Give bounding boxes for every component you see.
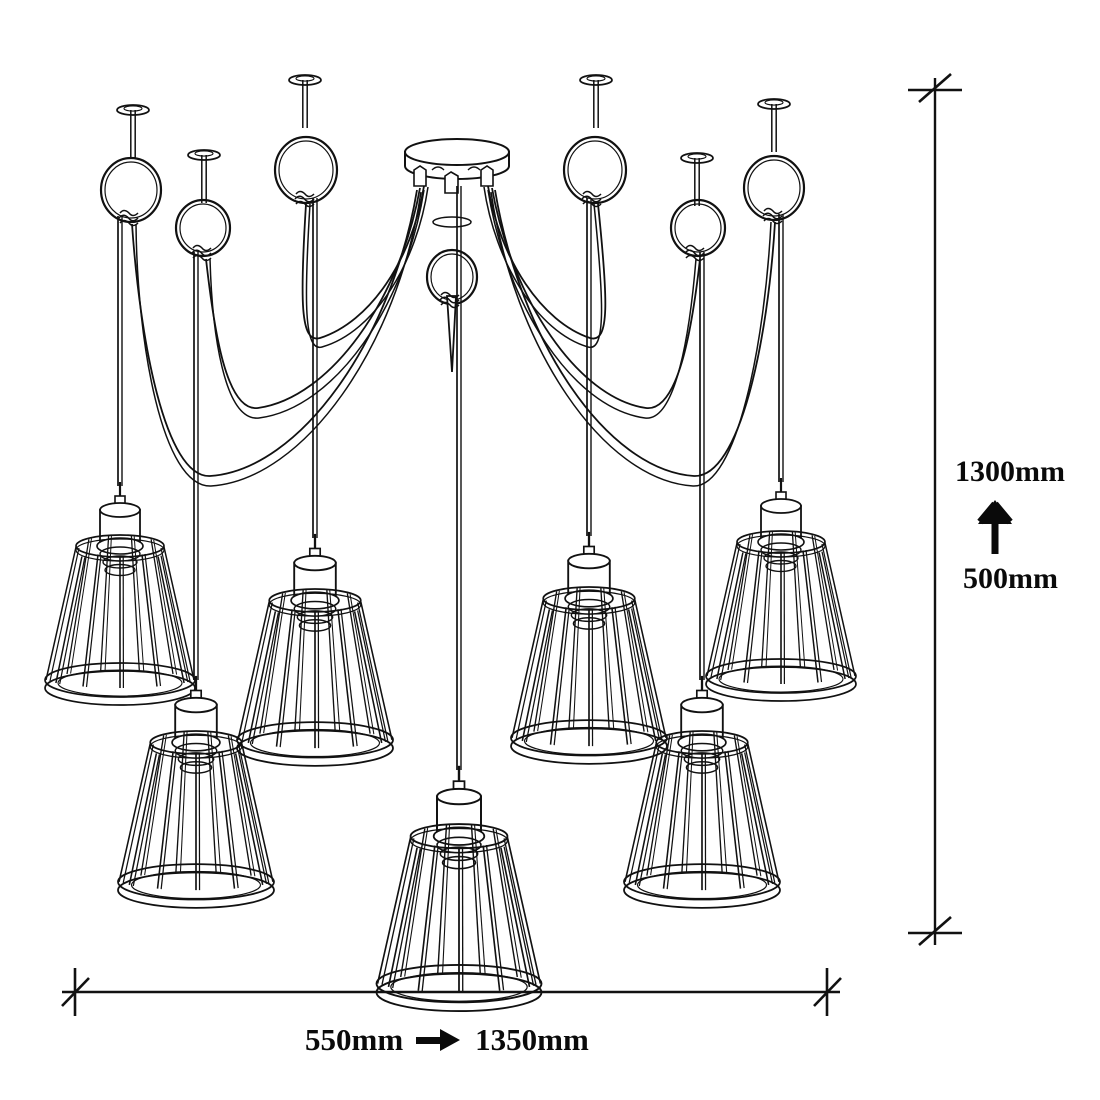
height-max-label: 1300mm (955, 455, 1065, 488)
arrow-right-icon (416, 1029, 462, 1051)
canopy-cable-outlets (413, 165, 494, 194)
width-dimension-line (61, 968, 842, 1016)
drop-cord-group (117, 186, 784, 770)
ceiling-anchor-4 (562, 74, 628, 208)
ceiling-anchor-3 (273, 74, 339, 208)
ceiling-anchor-2 (174, 149, 232, 262)
width-min-label: 550mm (305, 1022, 404, 1057)
ceiling-anchor-6 (742, 98, 806, 225)
width-dimension-label-row: 550mm 1350mm (305, 1022, 589, 1058)
height-min-label: 500mm (963, 562, 1058, 595)
arrow-up-icon (977, 500, 1013, 554)
height-dimension-line (908, 73, 962, 946)
draped-cable-group-right (483, 185, 776, 487)
ceiling-anchor-5 (669, 152, 727, 262)
ceiling-canopy (404, 138, 510, 194)
ceiling-anchor-1 (99, 104, 163, 227)
width-max-label: 1350mm (475, 1022, 589, 1057)
draped-cable-group-left (131, 185, 429, 487)
